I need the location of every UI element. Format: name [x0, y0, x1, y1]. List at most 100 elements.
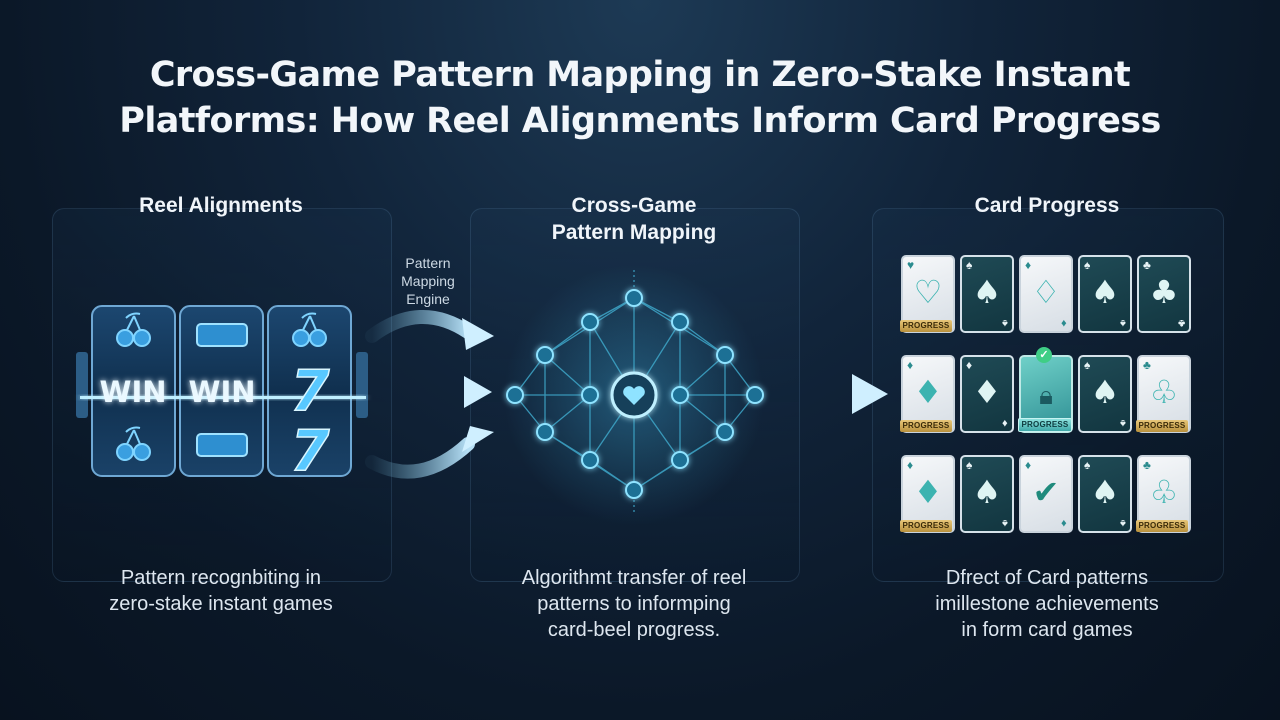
page-title: Cross-Game Pattern Mapping in Zero-Stake… [0, 52, 1280, 144]
cards-description-line1: Dfrect of Card patterns [945, 567, 1149, 589]
engine-label: Pattern Mapping Engine [380, 254, 476, 308]
reel-3 [267, 305, 352, 477]
network-node [671, 451, 689, 469]
heart-icon: ♡ [913, 273, 943, 311]
network-node [716, 346, 734, 364]
diamond-icon: ♦ [1061, 517, 1067, 529]
mapping-description-line2: patterns to informping [537, 593, 731, 615]
mapping-description: Algorithmt transfer of reel patterns to … [470, 565, 798, 643]
diamond-icon: ♦ [913, 373, 943, 411]
diamond-icon: ♦ [913, 473, 943, 511]
network-center [610, 371, 658, 419]
mapping-heading: Cross-Game Pattern Mapping [470, 192, 798, 246]
diamond-icon: ♦ [972, 373, 1002, 411]
network-node [581, 386, 599, 404]
spade-icon: ♠ [972, 473, 1002, 511]
reel-description-line2: zero-stake instant games [109, 593, 333, 615]
club-icon: ♧ [1149, 473, 1179, 511]
reel-description-line1: Pattern recognbiting in [120, 567, 322, 589]
spade-icon: ♠ [966, 458, 973, 472]
spade-icon: ♠ [1090, 273, 1120, 311]
network-node [506, 386, 524, 404]
arrowhead-icon [464, 376, 492, 408]
spade-icon: ♠ [1084, 258, 1091, 272]
diamond-icon: ♦ [966, 358, 973, 372]
mapping-description-line3: card-beel progress. [547, 619, 721, 641]
progress-badge: PROGRESS [1018, 418, 1072, 432]
progress-badge: PROGRESS [1136, 420, 1188, 432]
cards-description: Dfrect of Card patterns imillestone achi… [872, 565, 1222, 643]
card-r1c4: ♠ ♠ ♠ [1078, 255, 1132, 333]
card-r3c2: ♠ ♠ ♠ [960, 455, 1014, 533]
mapping-description-line1: Algorithmt transfer of reel [521, 567, 747, 589]
card-r2c2: ♦ ♦ ♦ [960, 355, 1014, 433]
progress-badge: PROGRESS [900, 420, 952, 432]
club-icon: ♣ [1143, 358, 1151, 372]
card-r1c1: ♥ ♡ PROGRESS [900, 255, 955, 333]
card-r2c1: ♦ ♦ PROGRESS [900, 355, 955, 433]
card-r3c4: ♠ ♠ ♠ [1078, 455, 1132, 533]
diamond-icon: ♦ [907, 458, 914, 472]
diamond-icon: ♢ [1031, 273, 1061, 311]
reel-heading: Reel Alignments [139, 194, 303, 217]
page-title-line1: Cross-Game Pattern Mapping in Zero-Stake… [149, 55, 1131, 95]
network-node [536, 423, 554, 441]
bar-icon [196, 433, 248, 457]
cards-heading: Card Progress [974, 194, 1120, 217]
network-node [536, 346, 554, 364]
slot-right-cap [356, 352, 368, 418]
arrowhead-icon [462, 318, 494, 350]
club-icon: ♣ [1149, 273, 1179, 311]
diamond-icon: ♦ [1061, 317, 1067, 329]
card-r3c5: ♣ ♧ PROGRESS [1136, 455, 1191, 533]
reel-description: Pattern recognbiting in zero-stake insta… [52, 565, 390, 617]
club-icon: ♧ [1149, 373, 1179, 411]
spade-icon: ♠ [1090, 373, 1120, 411]
network-node [625, 481, 643, 499]
reel-1 [91, 305, 176, 477]
progress-badge: PROGRESS [1136, 520, 1188, 532]
spade-icon: ♠ [1002, 317, 1008, 329]
card-r1c3: ♦ ♢ ♦ [1019, 255, 1073, 333]
diamond-icon: ♦ [1002, 417, 1008, 429]
diamond-icon: ♦ [907, 358, 914, 372]
arrow-lower [365, 437, 475, 479]
seven-symbol-bottom: 7 [291, 419, 330, 484]
page-title-line2: Platforms: How Reel Alignments Inform Ca… [119, 101, 1161, 141]
card-r2c4: ♠ ♠ ♠ [1078, 355, 1132, 433]
card-r2c5: ♣ ♧ PROGRESS [1136, 355, 1191, 433]
network-node [625, 289, 643, 307]
network-node [581, 313, 599, 331]
seven-symbol-top: 7 [291, 359, 330, 424]
spade-icon: ♠ [1002, 517, 1008, 529]
club-icon: ♣ [1143, 458, 1151, 472]
spade-icon: ♠ [966, 258, 973, 272]
heart-icon: ♥ [907, 258, 915, 272]
win-label-mid: WIN [188, 375, 255, 409]
progress-badge: PROGRESS [900, 320, 952, 332]
club-icon: ♣ [1143, 258, 1151, 272]
network-node [581, 451, 599, 469]
spade-icon: ♠ [1084, 458, 1091, 472]
bar-icon [196, 323, 248, 347]
arrow-upper [365, 309, 475, 343]
spade-icon: ♠ [1084, 358, 1091, 372]
arrowhead-icon [852, 374, 888, 414]
arrowheads [462, 318, 494, 452]
cherry-icon [116, 312, 151, 347]
input-arrows [365, 309, 475, 479]
spade-icon: ♠ [1120, 517, 1126, 529]
card-r1c2: ♠ ♠ ♠ [960, 255, 1014, 333]
network-node [746, 386, 764, 404]
win-line [80, 396, 366, 399]
engine-label-line2: Mapping [401, 273, 455, 289]
engine-label-line1: Pattern [405, 255, 451, 271]
cards-description-line3: in form card games [961, 619, 1133, 641]
lock-icon: 🔒︎ [1039, 381, 1053, 411]
diamond-icon: ♦ [1025, 258, 1032, 272]
cherry-icon [116, 426, 151, 461]
engine-label-line3: Engine [406, 291, 450, 307]
mapping-heading-line2: Pattern Mapping [551, 221, 717, 244]
cherry-icon [292, 312, 327, 347]
club-icon: ♣ [1177, 317, 1185, 329]
